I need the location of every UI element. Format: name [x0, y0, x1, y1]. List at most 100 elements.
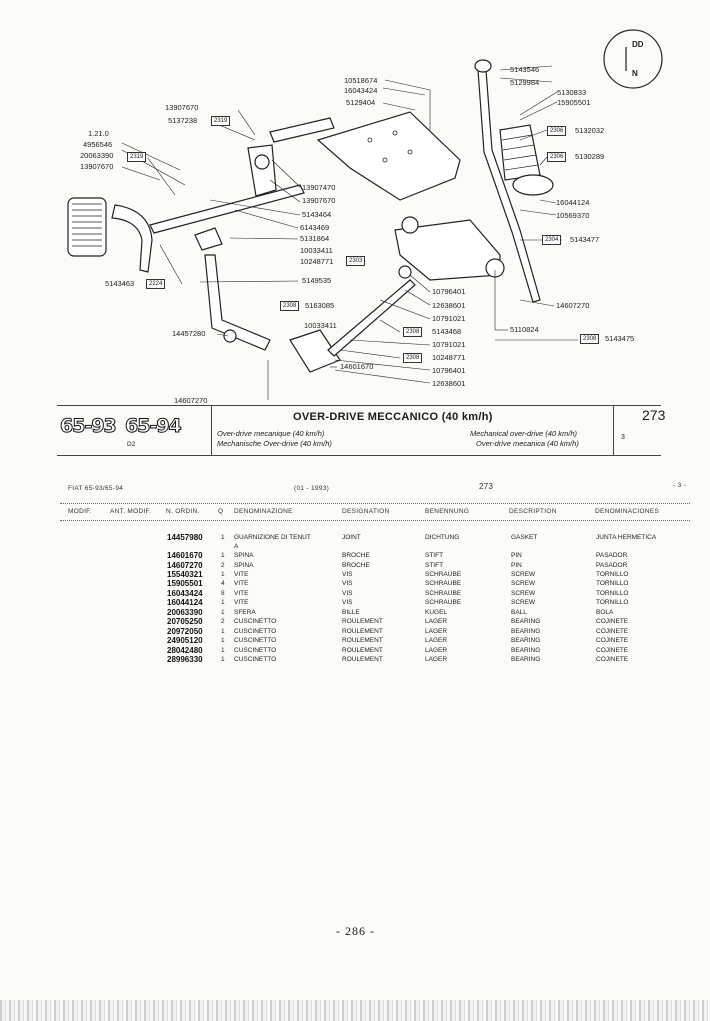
- description-spanish: PASADOR: [596, 562, 628, 569]
- ref-label: 5130833: [557, 88, 587, 97]
- quantity: 1: [221, 656, 225, 663]
- part-number: 16043424: [167, 589, 203, 598]
- description-english: SCREW: [511, 580, 536, 587]
- col-english: DESCRIPTION: [509, 508, 557, 515]
- quantity: 1: [221, 552, 225, 559]
- ref-label: 5129984: [510, 78, 540, 87]
- title-en: Mechanical over-drive (40 km/h): [470, 429, 577, 438]
- quantity: 1: [221, 571, 225, 578]
- description-german: LAGER: [425, 647, 448, 654]
- model-badge-1: 65-93: [60, 415, 118, 438]
- ref-label: 5149535: [302, 276, 332, 285]
- ref-label: 5137238: [168, 116, 198, 125]
- shift-rod: [149, 184, 305, 234]
- ref-box: 2306: [547, 126, 567, 136]
- description-english: BALL: [511, 609, 527, 616]
- gear-wheel: [67, 197, 107, 257]
- page-number: - 286 -: [336, 924, 375, 938]
- shift-pattern-circle: [603, 29, 663, 89]
- description-english: BEARING: [511, 618, 541, 625]
- description-english: BEARING: [511, 628, 541, 635]
- mounting-plate: [316, 111, 461, 201]
- ref-label: 4956546: [83, 140, 113, 149]
- description-italian: GUARNIZIONE DI TENUT A: [234, 534, 311, 551]
- ref-label: 20063390: [80, 151, 114, 160]
- ref-box: 2304: [542, 235, 562, 245]
- title-es: Over-drive mecanica (40 km/h): [476, 439, 579, 448]
- description-german: SCHRAUBE: [425, 580, 462, 587]
- col-italian: DENOMINAZIONE: [234, 508, 293, 515]
- col-modif: MODIF.: [68, 508, 92, 515]
- description-italian: CUSCINETTO: [234, 637, 277, 644]
- list-page-marker: - 3 -: [673, 482, 687, 489]
- description-german: LAGER: [425, 628, 448, 635]
- description-german: SCHRAUBE: [425, 590, 462, 597]
- part-number: 20063390: [167, 608, 203, 617]
- ref-label: 5143464: [302, 210, 332, 219]
- description-english: PIN: [511, 552, 522, 559]
- col-german: BENENNUNG: [425, 508, 470, 515]
- ref-label: 13907670: [165, 103, 199, 112]
- col-part-number: N. ORDIN.: [166, 508, 200, 515]
- description-spanish: PASADOR: [596, 552, 628, 559]
- description-french: ROULEMENT: [342, 647, 383, 654]
- ref-label: 10791021: [432, 340, 466, 349]
- ref-label: 5143475: [605, 334, 635, 343]
- ref-label: 10796401: [432, 287, 466, 296]
- part-number: 14601670: [167, 551, 203, 560]
- ref-box: 2306: [547, 152, 567, 162]
- description-spanish: TORNILLO: [596, 571, 629, 578]
- part-number: 15540321: [167, 570, 203, 579]
- description-french: VIS: [342, 599, 353, 606]
- part-number: 24905120: [167, 636, 203, 645]
- list-model: FIAT 65-93/65-94: [68, 485, 124, 492]
- ref-label: 5129404: [346, 98, 376, 107]
- ref-box: 2308: [280, 301, 300, 311]
- sub-code: D2: [127, 441, 136, 448]
- description-french: ROULEMENT: [342, 637, 383, 644]
- description-italian: SPINA: [234, 552, 254, 559]
- ref-label: 14607270: [174, 396, 208, 405]
- description-italian: CUSCINETTO: [234, 656, 277, 663]
- description-italian: CUSCINETTO: [234, 628, 277, 635]
- description-italian: SFERA: [234, 609, 256, 616]
- ref-label: 10248771: [432, 353, 466, 362]
- quantity: 8: [221, 590, 225, 597]
- description-spanish: COJINETE: [596, 656, 629, 663]
- part-number: 28996330: [167, 655, 203, 664]
- description-french: BILLE: [342, 609, 360, 616]
- ref-label: 1.21.0: [88, 129, 109, 138]
- exploded-parts-diagram: [67, 29, 663, 400]
- description-italian: CUSCINETTO: [234, 647, 277, 654]
- ref-label: 16043424: [344, 86, 378, 95]
- part-number: 28042480: [167, 646, 203, 655]
- description-english: BEARING: [511, 647, 541, 654]
- quantity: 2: [221, 618, 225, 625]
- ref-box: 2319: [211, 116, 231, 126]
- ref-label: 10796401: [432, 366, 466, 375]
- description-german: STIFT: [425, 562, 444, 569]
- description-french: ROULEMENT: [342, 628, 383, 635]
- lower-lever: [204, 254, 271, 351]
- gear-lever: [477, 69, 541, 303]
- description-spanish: JUNTA HERMETICA: [596, 534, 657, 541]
- shift-pattern-top: DD: [632, 40, 644, 49]
- description-spanish: TORNILLO: [596, 590, 629, 597]
- quantity: 1: [221, 647, 225, 654]
- ref-label: 13907670: [302, 196, 336, 205]
- quantity: 4: [221, 580, 225, 587]
- description-spanish: BOLA: [596, 609, 614, 616]
- ref-label: 13907670: [80, 162, 114, 171]
- quantity: 1: [221, 609, 225, 616]
- description-spanish: COJINETE: [596, 647, 629, 654]
- description-french: VIS: [342, 571, 353, 578]
- ref-label: 14607270: [556, 301, 590, 310]
- description-german: SCHRAUBE: [425, 599, 462, 606]
- part-number: 20705250: [167, 617, 203, 626]
- description-italian: VITE: [234, 590, 249, 597]
- ref-label: 5163085: [305, 301, 335, 310]
- ref-label: 10033411: [300, 246, 333, 255]
- ref-label: 5130289: [575, 152, 605, 161]
- ref-box: 2319: [127, 152, 147, 162]
- description-english: GASKET: [511, 534, 538, 541]
